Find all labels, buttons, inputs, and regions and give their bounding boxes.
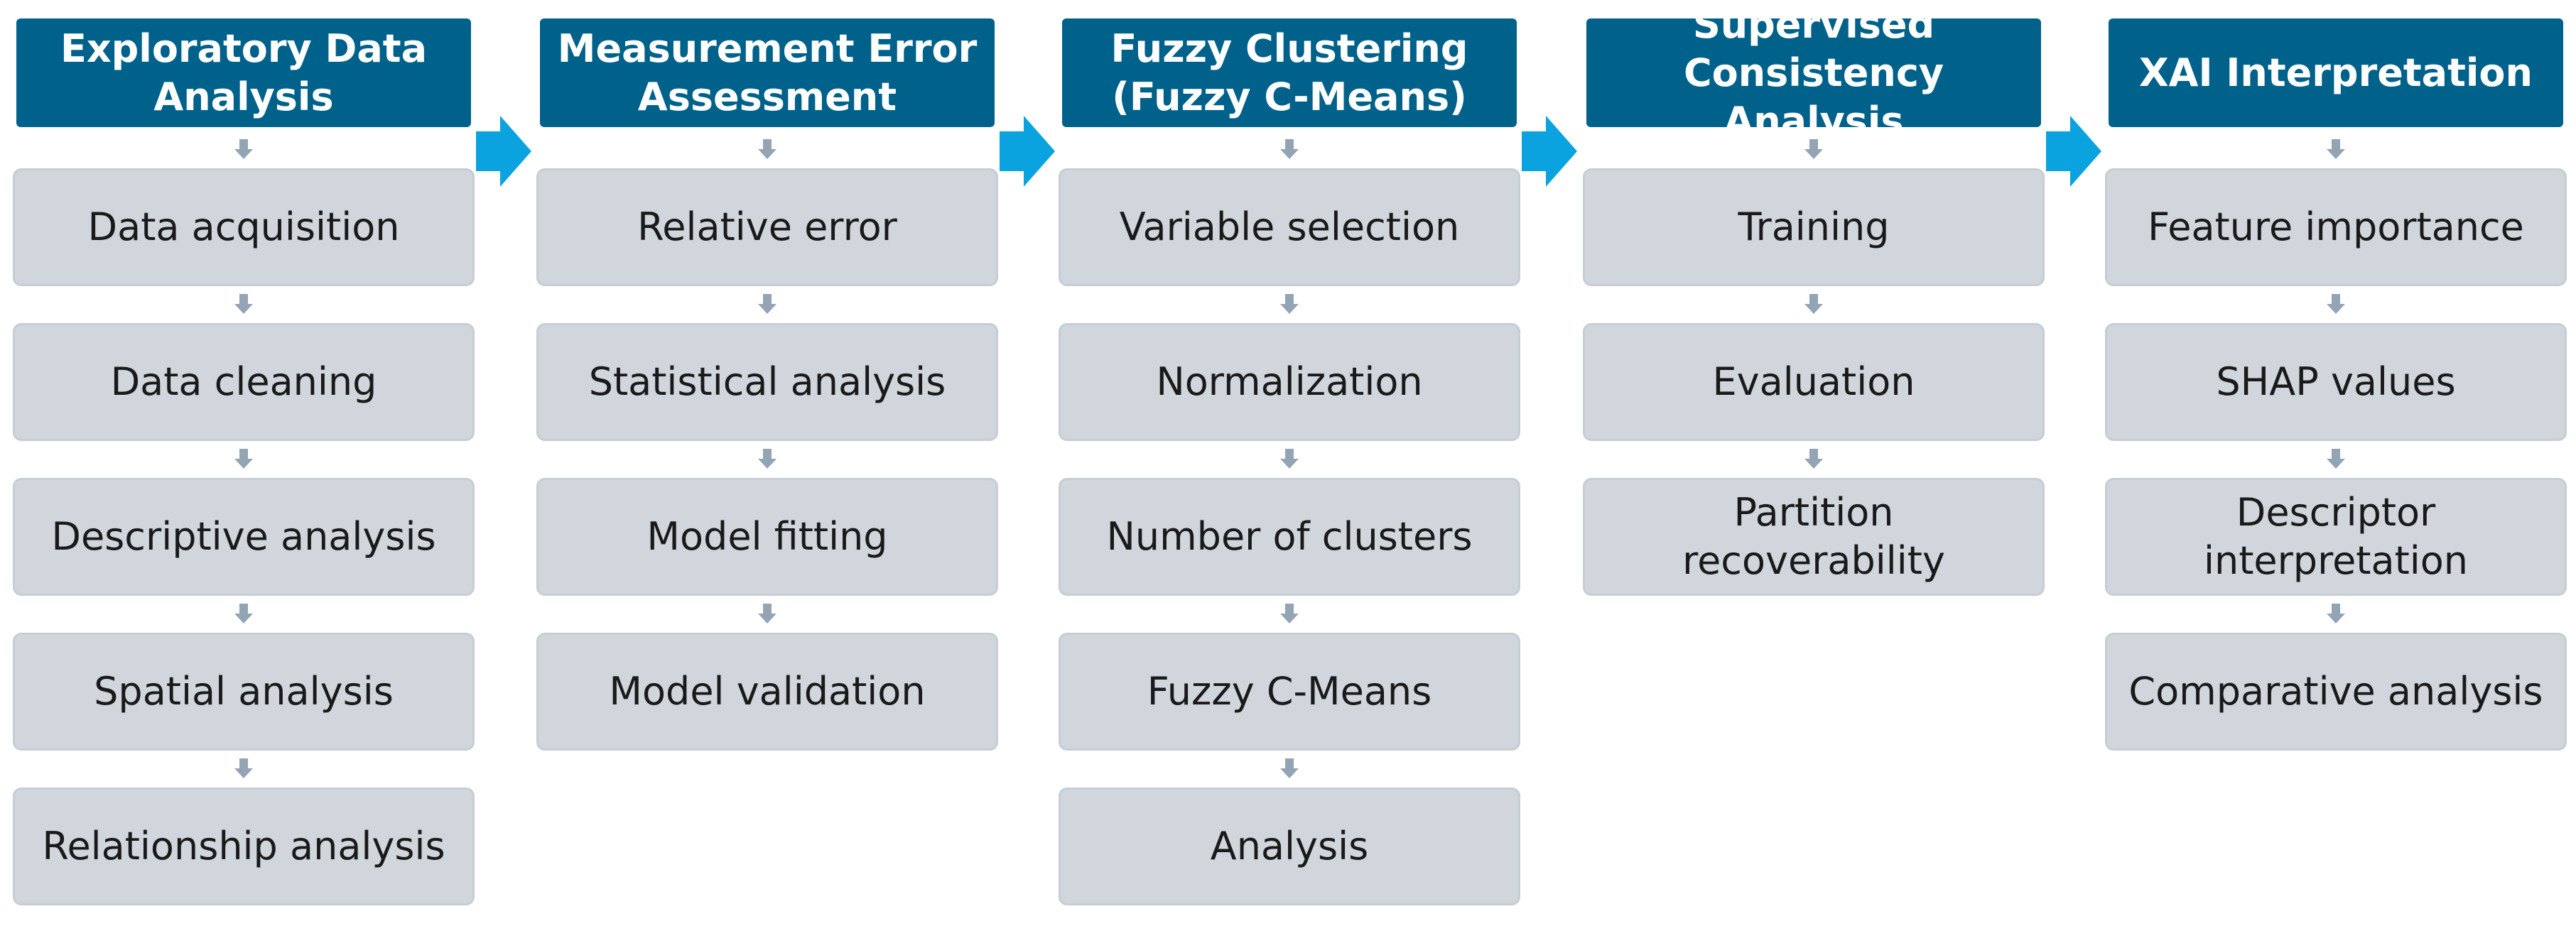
step-data-acquisition: Data acquisition <box>13 168 475 286</box>
step-descriptor-interpretation: Descriptor interpretation <box>2105 478 2567 596</box>
stage-header: XAI Interpretation <box>2109 18 2563 127</box>
stage-fuzzy-clustering-fuzzy-c-means: Fuzzy Clustering (Fuzzy C-Means) Variable… <box>1059 0 1520 926</box>
step-analysis: Analysis <box>1059 788 1520 905</box>
down-arrow-icon <box>1280 758 1299 778</box>
step-relationship-analysis: Relationship analysis <box>13 788 475 905</box>
down-arrow-icon <box>2327 604 2345 623</box>
down-arrow-icon <box>2327 139 2345 159</box>
stage-header: Fuzzy Clustering (Fuzzy C-Means) <box>1062 18 1517 127</box>
down-arrow-icon <box>234 139 253 159</box>
step-statistical-analysis: Statistical analysis <box>536 323 998 441</box>
step-partition-recoverability: Partition recoverability <box>1583 478 2045 596</box>
step-spatial-analysis: Spatial analysis <box>13 633 475 751</box>
down-arrow-icon <box>1280 139 1299 159</box>
down-arrow-icon <box>234 604 253 623</box>
down-arrow-icon <box>2327 449 2345 469</box>
step-feature-importance: Feature importance <box>2105 168 2567 286</box>
step-variable-selection: Variable selection <box>1059 168 1520 286</box>
stage-arrow-icon <box>1000 116 1055 187</box>
down-arrow-icon <box>234 294 253 314</box>
step-data-cleaning: Data cleaning <box>13 323 475 441</box>
down-arrow-icon <box>758 449 776 469</box>
stage-arrow-icon <box>476 116 531 187</box>
down-arrow-icon <box>1280 449 1299 469</box>
down-arrow-icon <box>1280 604 1299 623</box>
down-arrow-icon <box>1280 294 1299 314</box>
step-model-validation: Model validation <box>536 633 998 751</box>
down-arrow-icon <box>2327 294 2345 314</box>
down-arrow-icon <box>758 604 776 623</box>
step-training: Training <box>1583 168 2045 286</box>
stage-arrow-icon <box>1522 116 1577 187</box>
down-arrow-icon <box>1804 294 1823 314</box>
stage-arrow-icon <box>2046 116 2101 187</box>
step-model-fitting: Model fitting <box>536 478 998 596</box>
step-fuzzy-c-means: Fuzzy C-Means <box>1059 633 1520 751</box>
step-relative-error: Relative error <box>536 168 998 286</box>
down-arrow-icon <box>1804 449 1823 469</box>
step-evaluation: Evaluation <box>1583 323 2045 441</box>
step-comparative-analysis: Comparative analysis <box>2105 633 2567 751</box>
step-shap-values: SHAP values <box>2105 323 2567 441</box>
down-arrow-icon <box>758 139 776 159</box>
down-arrow-icon <box>758 294 776 314</box>
step-number-of-clusters: Number of clusters <box>1059 478 1520 596</box>
down-arrow-icon <box>234 449 253 469</box>
down-arrow-icon <box>1804 139 1823 159</box>
step-normalization: Normalization <box>1059 323 1520 441</box>
stage-header: Exploratory Data Analysis <box>16 18 471 127</box>
stage-header: Supervised Consistency Analysis <box>1586 2 2041 143</box>
stage-header: Measurement Error Assessment <box>540 18 995 127</box>
down-arrow-icon <box>234 758 253 778</box>
step-descriptive-analysis: Descriptive analysis <box>13 478 475 596</box>
